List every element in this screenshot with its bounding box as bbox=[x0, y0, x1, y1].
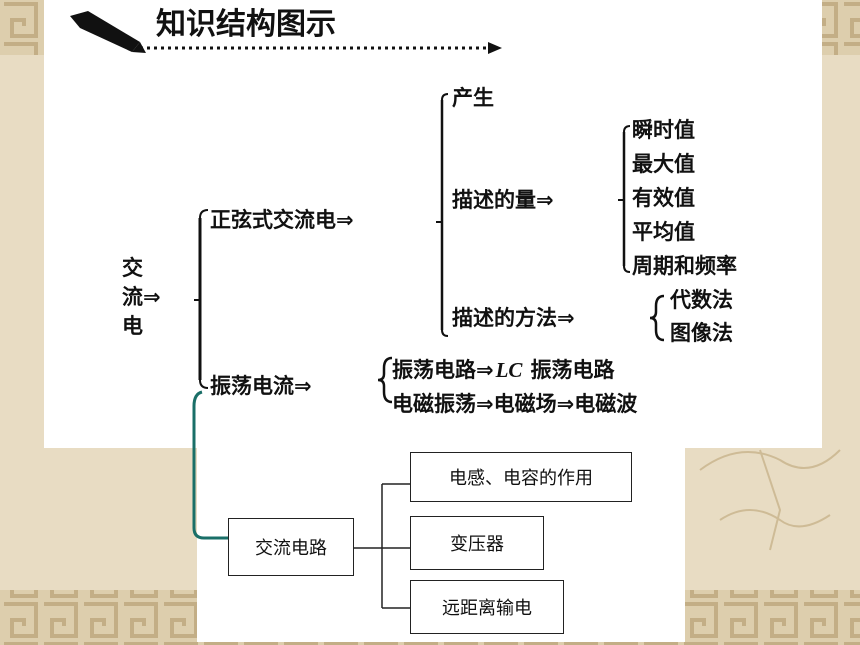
oscillation-line-2: 电磁振荡⇒电磁场⇒电磁波 bbox=[392, 392, 638, 416]
item-describe-method: 描述的方法⇒ bbox=[452, 306, 575, 330]
quantity-list: 瞬时值 最大值 有效值 平均值 周期和频率 bbox=[632, 120, 737, 277]
branch-oscillating-current: 振荡电流⇒ bbox=[210, 374, 312, 398]
knowledge-structure-panel bbox=[44, 0, 822, 448]
quantity-item: 最大值 bbox=[632, 152, 695, 176]
oscillation-line-1: 振荡电路⇒LC 振荡电路 bbox=[392, 360, 614, 381]
root-char: 电 bbox=[122, 314, 143, 338]
lc-label: LC bbox=[495, 358, 523, 382]
branch-sinusoidal-ac: 正弦式交流电⇒ bbox=[210, 208, 354, 232]
quantity-item: 平均值 bbox=[632, 220, 695, 244]
ac-circuit-item-box: 电感、电容的作用 bbox=[410, 452, 632, 502]
method-item: 图像法 bbox=[670, 321, 733, 345]
oscillation-text: 振荡电路 bbox=[530, 358, 615, 382]
method-list: 代数法 图像法 bbox=[670, 290, 733, 344]
item-describe-quantity: 描述的量⇒ bbox=[452, 188, 554, 212]
method-item: 代数法 bbox=[670, 288, 733, 312]
oscillation-text: 振荡电路⇒ bbox=[392, 358, 494, 382]
ac-circuit-item-box: 变压器 bbox=[410, 516, 544, 570]
quantity-item: 有效值 bbox=[632, 186, 695, 210]
item-produce: 产生 bbox=[452, 86, 494, 110]
quantity-item: 周期和频率 bbox=[632, 254, 737, 278]
root-arrow: ⇒ bbox=[143, 285, 161, 309]
diagram-title: 知识结构图示 bbox=[156, 7, 336, 42]
ac-circuit-item-box: 远距离输电 bbox=[410, 580, 564, 634]
root-char: 流 bbox=[122, 285, 143, 309]
ac-circuit-root-box: 交流电路 bbox=[228, 518, 354, 576]
root-node: 交 流 ⇒ 电 bbox=[122, 258, 161, 337]
root-char: 交 bbox=[122, 256, 143, 280]
quantity-item: 瞬时值 bbox=[632, 118, 695, 142]
